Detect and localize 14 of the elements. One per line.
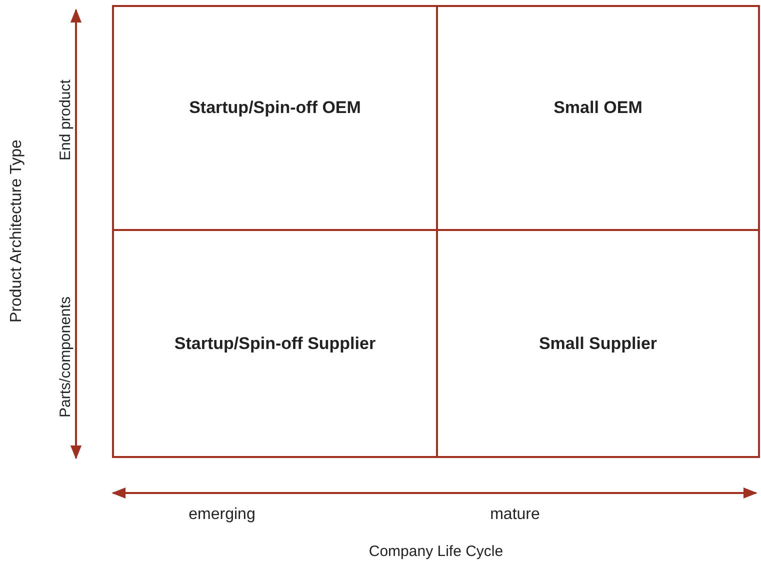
quadrant-box: [438, 231, 760, 458]
axis-label: Product Architecture Type: [7, 140, 26, 322]
axis-label: End product: [56, 80, 75, 160]
axis-label: Parts/components: [56, 296, 75, 418]
quadrant-box: [112, 231, 438, 458]
quadrant-box: [438, 5, 760, 231]
quadrant-label: Startup/Spin-off OEM: [189, 97, 361, 119]
quadrant-label: Startup/Spin-off Supplier: [174, 332, 376, 354]
axis-label: mature: [490, 505, 540, 525]
quadrant-box: [112, 5, 438, 231]
quadrant-label: Small Supplier: [538, 332, 658, 354]
axis-label: emerging: [188, 505, 256, 525]
axis-label: Company Life Cycle: [368, 542, 504, 562]
quadrant-label: Small OEM: [554, 97, 642, 119]
